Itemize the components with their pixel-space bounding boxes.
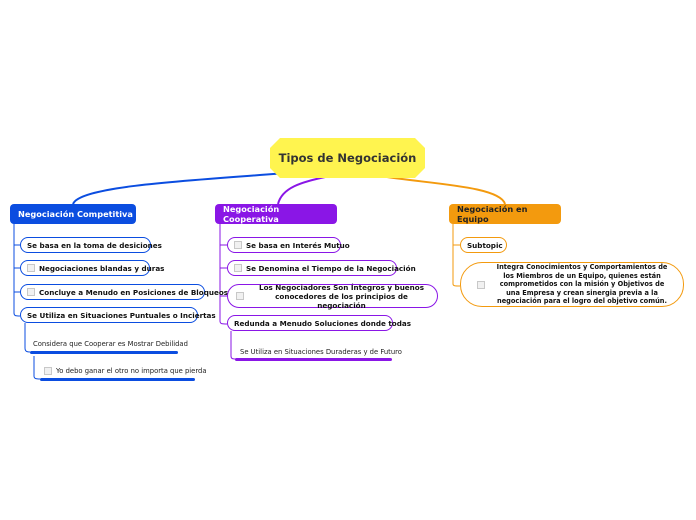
main-topic-label: Negociación en Equipo	[457, 204, 528, 224]
subtopic-posiciones-bloqueos[interactable]: Concluye a Menudo en Posiciones de Bloqu…	[20, 284, 228, 300]
subtopic-label: Redunda a Menudo Soluciones donde todas	[234, 318, 411, 328]
note-icon	[236, 292, 244, 300]
subtopic-label: Yo debo ganar el otro no importa que pie…	[56, 367, 207, 375]
subtopic-label: Negociaciones blandas y duras	[39, 263, 165, 273]
subtopic-negociadores-integros[interactable]: Los Negociadores Son Íntegros y buenos c…	[227, 282, 438, 310]
subtopic-label: Se Utiliza en Situaciones Puntuales o In…	[27, 310, 216, 320]
subtopic-toma-decisiones[interactable]: Se basa en la toma de desiciones	[20, 237, 162, 253]
root-topic[interactable]: Tipos de Negociación	[270, 138, 425, 178]
subtopic-label: Concluye a Menudo en Posiciones de Bloqu…	[39, 287, 229, 297]
subtopic-label: Los Negociadores Son Íntegros y buenos c…	[258, 282, 425, 310]
subtopic-negociaciones-blandas[interactable]: Negociaciones blandas y duras	[20, 260, 164, 276]
main-topic-equipo[interactable]: Negociación en Equipo	[449, 204, 561, 224]
subtopic-placeholder[interactable]: Subtopic	[460, 237, 507, 253]
note-icon	[27, 264, 35, 272]
subtopic-situaciones-duraderas[interactable]: Se Utiliza en Situaciones Duraderas y de…	[240, 347, 402, 357]
subtopic-label: Se basa en la toma de desiciones	[27, 240, 162, 250]
main-topic-cooperativa[interactable]: Negociación Cooperativa	[215, 204, 337, 224]
subtopic-label: Considera que Cooperar es Mostrar Debili…	[33, 340, 188, 348]
note-icon	[44, 367, 52, 375]
subtopic-integra-conocimientos[interactable]: Integra Conocimientos y Comportamientos …	[460, 262, 684, 307]
main-topic-label: Negociación Cooperativa	[223, 204, 280, 224]
subtopic-underline	[30, 351, 178, 354]
subtopic-interes-mutuo[interactable]: Se basa en Interés Mutuo	[227, 237, 350, 253]
main-topic-label: Negociación Competitiva	[18, 209, 133, 219]
subtopic-underline	[235, 358, 392, 361]
subtopic-tiempo-negociacion[interactable]: Se Denomina el Tiempo de la Negociación	[227, 260, 416, 276]
subtopic-label: Se Denomina el Tiempo de la Negociación	[246, 263, 416, 273]
subtopic-cooperar-debilidad[interactable]: Considera que Cooperar es Mostrar Debili…	[33, 339, 188, 349]
subtopic-label: Integra Conocimientos y Comportamientos …	[496, 263, 668, 306]
subtopic-redunda-soluciones[interactable]: Redunda a Menudo Soluciones donde todas	[227, 315, 411, 331]
note-icon	[27, 288, 35, 296]
main-topic-competitiva[interactable]: Negociación Competitiva	[10, 204, 136, 224]
root-topic-label: Tipos de Negociación	[278, 151, 417, 165]
subtopic-label: Subtopic	[467, 240, 503, 250]
note-icon	[234, 241, 242, 249]
subtopic-label: Se Utiliza en Situaciones Duraderas y de…	[240, 348, 402, 356]
subtopic-ganar[interactable]: Yo debo ganar el otro no importa que pie…	[44, 366, 207, 376]
subtopic-situaciones-puntuales[interactable]: Se Utiliza en Situaciones Puntuales o In…	[20, 307, 216, 323]
subtopic-underline	[40, 378, 195, 381]
subtopic-label: Se basa en Interés Mutuo	[246, 240, 350, 250]
note-icon	[234, 264, 242, 272]
note-icon	[477, 280, 485, 289]
